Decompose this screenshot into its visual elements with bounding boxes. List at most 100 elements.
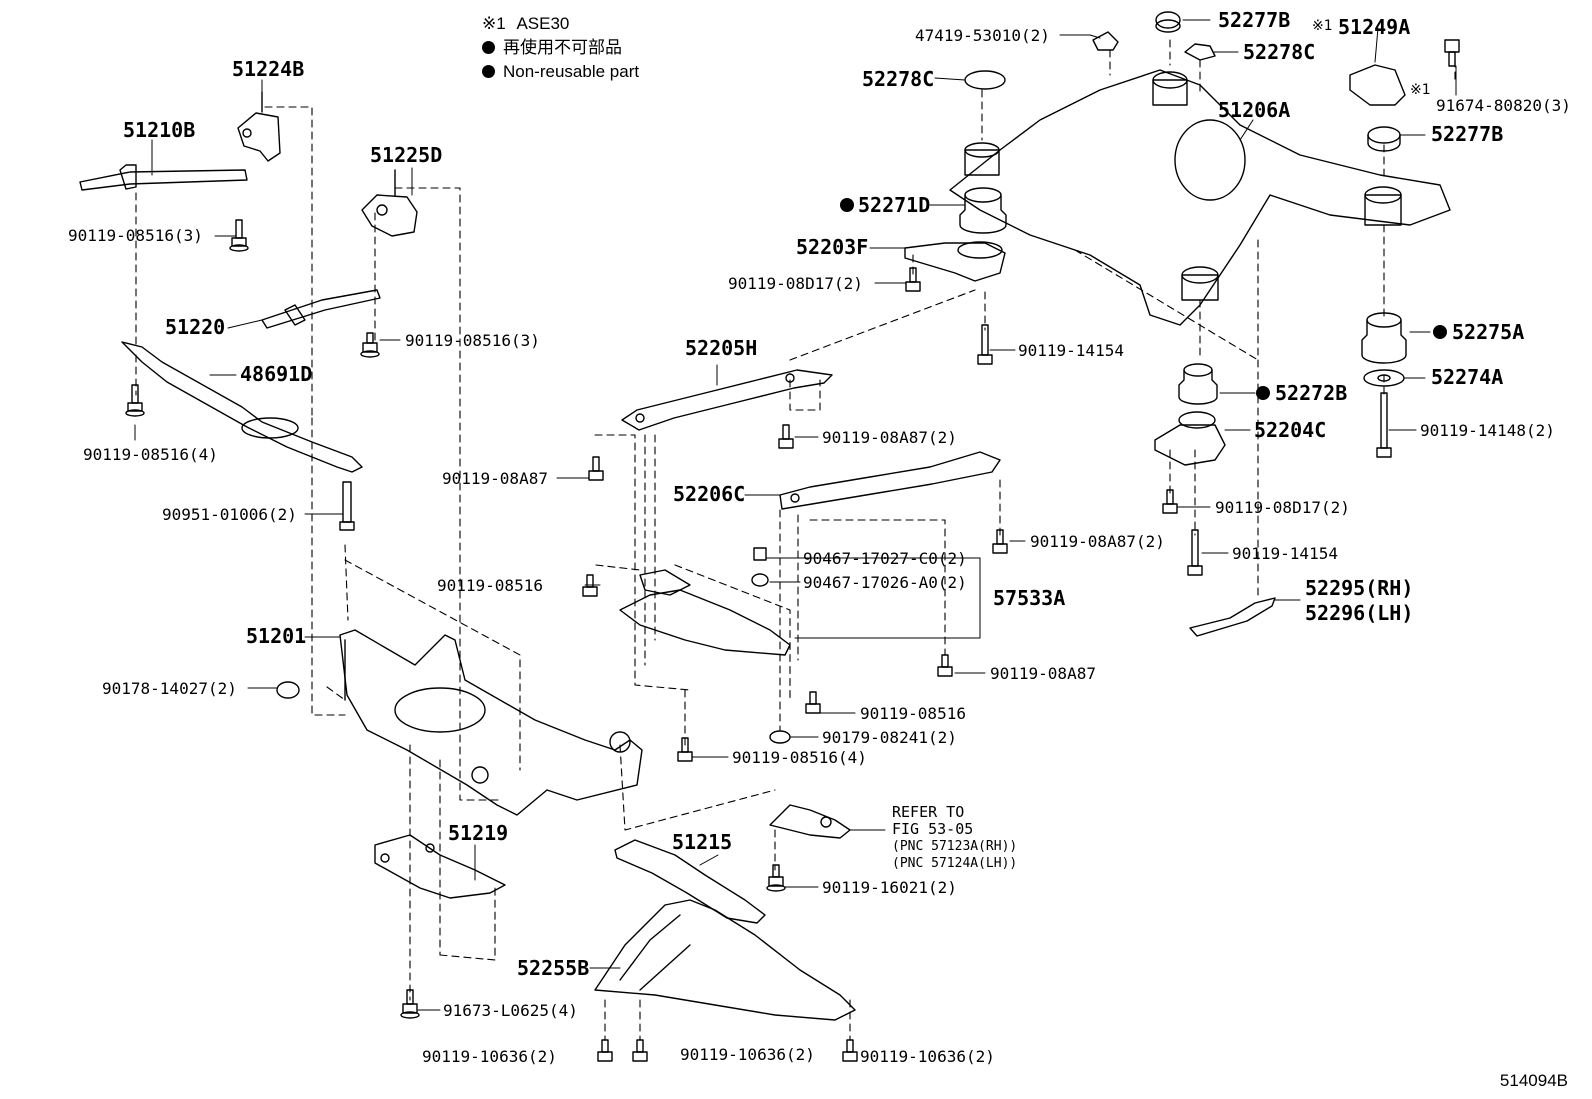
bolt: [339, 481, 355, 531]
label-51219: 51219: [448, 821, 508, 845]
label-90119-16021: 90119-16021(2): [822, 878, 957, 897]
bushing-52272B: [1178, 363, 1218, 405]
label-52203F: 52203F: [796, 235, 868, 259]
legend: ※1 ASE30 再使用不可部品 Non-reusable part: [482, 12, 639, 84]
part-51210B: [79, 164, 248, 191]
mount-52204C: [1154, 411, 1226, 466]
label-52277B: 52277B: [1218, 8, 1290, 32]
label-90119-08A87-2: 90119-08A87(2): [822, 428, 957, 447]
grommet: [753, 547, 767, 561]
label-52296: 52296(LH): [1305, 601, 1413, 625]
label-90119-10636: 90119-10636(2): [422, 1047, 557, 1066]
label-90119-08D17: 90119-08D17(2): [728, 274, 863, 293]
legend-nonreusable-jp: 再使用不可部品: [503, 38, 622, 57]
legend-nonreusable-jp-row: 再使用不可部品: [482, 36, 639, 60]
part-51215: [614, 839, 766, 924]
part-52203F: [904, 241, 1006, 282]
legend-nonreusable-en-row: Non-reusable part: [482, 60, 639, 84]
bolt: [588, 456, 604, 481]
washer-52278C-left: [964, 70, 1006, 90]
bolt: [582, 574, 598, 597]
bolt: [1187, 529, 1203, 576]
markers: [840, 198, 1447, 400]
bolt: [229, 219, 249, 252]
assembly-dashed-lines: [135, 39, 1456, 1041]
bolt: [842, 1039, 858, 1062]
refer-line: (PNC 57123A(RH)): [892, 839, 1018, 854]
non-reusable-marker: [840, 198, 854, 212]
bushing-52277B-top: [1155, 11, 1181, 33]
refer-line: (PNC 57124A(LH)): [892, 856, 1018, 871]
part-51201: [339, 629, 643, 816]
part-52255B: [594, 899, 856, 1021]
part-52206C: [779, 451, 1001, 510]
label-51201: 51201: [246, 624, 306, 648]
bolt: [905, 267, 921, 292]
part-48691D: [121, 341, 363, 473]
label-90467-17027: 90467-17027-C0(2): [803, 549, 967, 568]
part-51224B: [237, 91, 281, 162]
cap-47419: [1092, 31, 1119, 51]
refer-line: FIG 53-05: [892, 820, 974, 838]
label-91673-L0625: 91673-L0625(4): [443, 1001, 578, 1020]
label-90119-10636: 90119-10636(2): [860, 1047, 995, 1066]
leader-lines: [134, 19, 1457, 1056]
note-model: ASE30: [516, 14, 570, 33]
refer-line: REFER TO: [892, 803, 965, 821]
washer-52278C-right: [1184, 43, 1216, 61]
label-51249A: 51249A: [1338, 15, 1410, 39]
note-marker: ※1: [1312, 18, 1333, 34]
bullet-icon: [482, 65, 495, 78]
label-52272B: 52272B: [1275, 381, 1347, 405]
label-90178-14027: 90178-14027(2): [102, 679, 237, 698]
label-90119-08516-4: 90119-08516(4): [83, 445, 218, 464]
legend-nonreusable-en: Non-reusable part: [503, 62, 640, 81]
bolts: [125, 39, 1460, 1062]
label-90467-17026: 90467-17026-A0(2): [803, 573, 967, 592]
bushing-52275A: [1361, 312, 1407, 364]
label-52275A: 52275A: [1452, 320, 1524, 344]
label-90119-08A87-2: 90119-08A87(2): [1030, 532, 1165, 551]
bolt: [992, 529, 1008, 554]
label-52278C: 52278C: [1243, 40, 1315, 64]
part-51220: [261, 289, 381, 329]
bolt: [778, 424, 794, 449]
label-47419-53010: 47419-53010(2): [915, 26, 1050, 45]
bolt: [1376, 392, 1392, 458]
bolt: [1444, 39, 1460, 67]
washer: [769, 730, 791, 744]
label-48691D: 48691D: [240, 362, 312, 386]
label-90119-08516-4: 90119-08516(4): [732, 748, 867, 767]
label-52255B: 52255B: [517, 956, 589, 980]
label-52271D: 52271D: [858, 193, 930, 217]
part-51225D: [361, 169, 418, 237]
label-51224B: 51224B: [232, 57, 304, 81]
bolt: [805, 691, 821, 714]
label-52277B: 52277B: [1431, 122, 1503, 146]
bracket-52295: [1189, 597, 1276, 637]
label-52274A: 52274A: [1431, 365, 1503, 389]
part-refer-bracket: [769, 804, 851, 839]
label-51206A: 51206A: [1218, 98, 1290, 122]
note-marker: ※1: [1410, 82, 1431, 98]
note-markers: ※1 ※1: [1312, 18, 1431, 98]
bolt: [937, 654, 953, 677]
bolt: [400, 989, 420, 1019]
label-90119-14154: 90119-14154: [1232, 544, 1338, 563]
legend-note-row: ※1 ASE30: [482, 12, 639, 36]
label-52204C: 52204C: [1254, 418, 1326, 442]
bullet-icon: [482, 41, 495, 54]
bracket-51249A: [1349, 64, 1406, 106]
part-52205H: [621, 369, 833, 431]
part-51219: [374, 834, 506, 899]
bolt: [597, 1039, 613, 1062]
bolt: [632, 1039, 648, 1062]
bolt: [766, 864, 786, 892]
bushing-52271D: [959, 187, 1007, 234]
grommet: [751, 573, 769, 587]
label-90119-08516: 90119-08516: [860, 704, 966, 723]
non-reusable-marker: [1433, 325, 1447, 339]
label-90179-08241: 90179-08241(2): [822, 728, 957, 747]
part-51206A: [949, 69, 1451, 326]
